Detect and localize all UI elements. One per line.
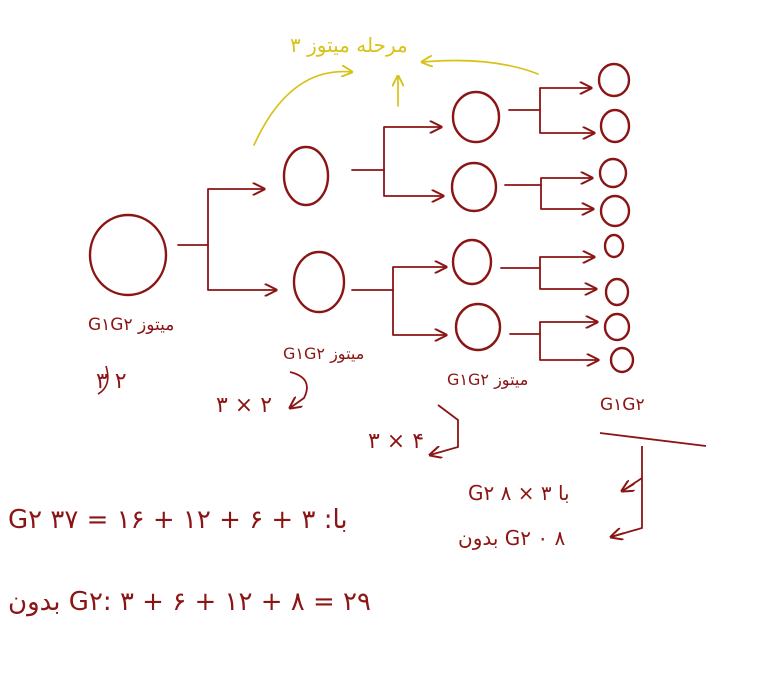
stage3-note2: بدون G۲ ۰ ۸ [458, 526, 565, 550]
branch-gen0 [177, 189, 276, 290]
stage2-note: ۳ × ۴ [368, 429, 424, 454]
cell-gen2-b [450, 161, 498, 213]
cell-gen1-a [282, 145, 330, 207]
cell-gen3-3 [598, 157, 628, 189]
cell-gen2-a [451, 90, 501, 144]
stage1-note: ۳ × ۲ [216, 393, 272, 418]
equation-without-g2: بدون G۲: ۳ + ۶ + ۱۲ + ۸ = ۲۹ [8, 587, 371, 617]
cell-gen3-1 [597, 62, 631, 98]
yellow-arrow-right [422, 61, 539, 75]
stage3-label: G۱G۲ [600, 395, 645, 415]
cell-gen2-d [454, 302, 502, 352]
branch-gen1-a [351, 127, 443, 196]
cell-gen3-8 [609, 346, 635, 374]
yellow-arrow-left [253, 72, 352, 146]
branch-gen1-b [351, 267, 446, 335]
stage2-label: G۱G۲ میتوز [447, 370, 528, 390]
top-label: ۳ مرحله میتوز [290, 33, 408, 57]
cell-gen2-c [451, 238, 493, 286]
branch-gen2-d [509, 322, 598, 360]
cell-gen3-2 [599, 108, 631, 144]
cell-parent [88, 213, 168, 297]
cell-gen1-b [292, 250, 346, 314]
cell-gen3-6 [604, 277, 630, 307]
cell-gen3-7 [603, 312, 631, 342]
branch-gen2-c [500, 257, 596, 289]
cell-gen3-4 [599, 194, 631, 228]
cell-gen3-5 [603, 233, 625, 259]
stage3-note1: G۲ با ۳ × ۸ [468, 481, 570, 505]
stage0-note: ۳ ۲ [96, 369, 127, 394]
stage0-label: G۱G۲ میتوز [88, 315, 174, 335]
branch-gen2-b [504, 178, 593, 209]
stage1-label: G۱G۲ میتوز [283, 344, 364, 364]
branch-gen2-a [508, 88, 594, 133]
equation-with-g2: G۲ با: ۳ + ۶ + ۱۲ + ۱۶ = ۳۷ [8, 505, 348, 535]
